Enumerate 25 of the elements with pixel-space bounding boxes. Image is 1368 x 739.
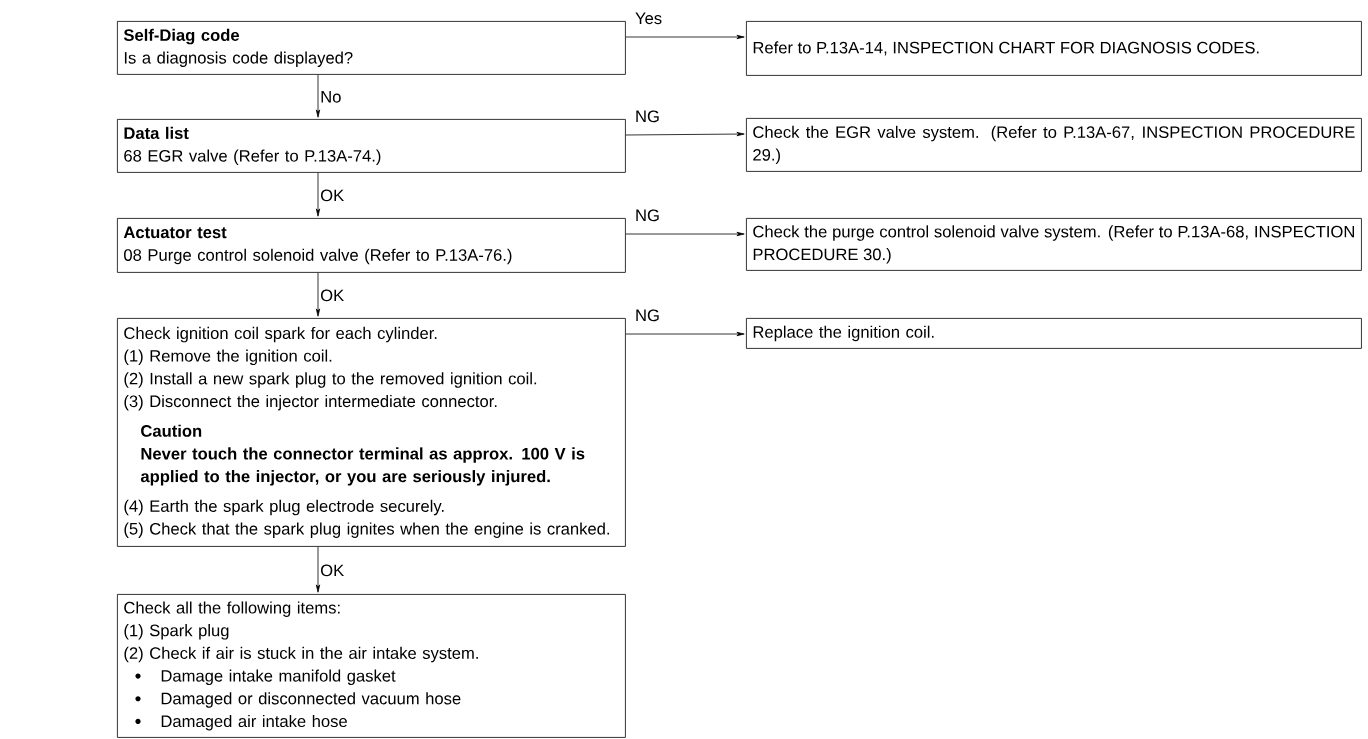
- edge-label: NG: [636, 309, 659, 322]
- edge-label: OK: [321, 564, 344, 577]
- action-box: Refer to P.13A-14, INSPECTION CHART FOR DIAGNOSIS CODES.: [746, 21, 1362, 76]
- action-box: Replace the ignition coil.: [746, 318, 1362, 349]
- arrow: [315, 172, 321, 217]
- arrow: [315, 74, 321, 118]
- arrow: [625, 331, 745, 337]
- edge-label: NG: [636, 110, 659, 123]
- checklist-box: Check all the following items: (1) Spark plug (2) Check if air is stuck in the air intake system. Damage intake manifold gasket Damaged or disconnected vacuum hose Damaged air intake hose: [117, 594, 626, 738]
- check-box: Data list 68 EGR valve (Refer to P.13A-74.): [117, 119, 626, 173]
- question-box: Self-Diag code Is a diagnosis code displayed?: [117, 21, 626, 75]
- action-box: Check the purge control solenoid valve system. (Refer to P.13A-68, INSPECTION PROCEDURE 30.): [746, 218, 1362, 271]
- edge-label: No: [321, 91, 341, 103]
- arrow: [315, 272, 321, 317]
- action-box: Check the EGR valve system. (Refer to P.13A-67, INSPECTION PROCEDURE 29.): [746, 118, 1362, 172]
- arrow: [625, 34, 745, 40]
- edge-label: NG: [636, 209, 659, 222]
- procedure-box: Check ignition coil spark for each cylinder. (1) Remove the ignition coil. (2) Install a new spark plug to the removed ignition coil. (3) Disconnect the injector intermediate connector. Caution Never touch the connector terminal as approx. 100 V is applied to the injector, or you are seriously injured. (4) Earth the spark plug electrode securely. (5) Check that the spark plug ignites when the engine is cranked.: [117, 318, 626, 547]
- edge-label: Yes: [635, 12, 662, 25]
- arrow: [625, 231, 745, 237]
- check-box: Actuator test 08 Purge control solenoid valve (Refer to P.13A-76.): [117, 218, 626, 273]
- edge-label: OK: [321, 289, 344, 302]
- edge-label: OK: [321, 189, 344, 202]
- arrow: [315, 546, 321, 593]
- arrow: [625, 132, 745, 137]
